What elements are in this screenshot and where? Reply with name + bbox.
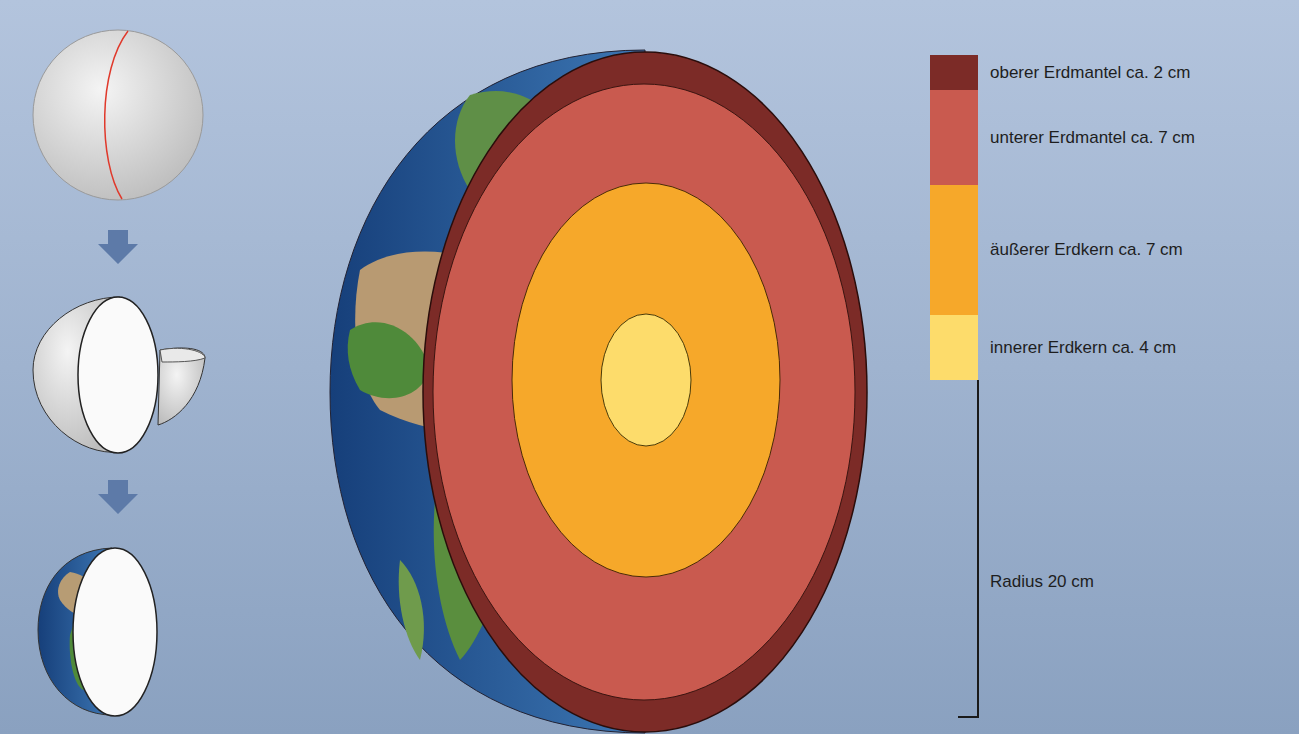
earth-layers [423, 52, 867, 732]
legend-text: unterer Erdmantel ca. 7 cm [990, 128, 1195, 148]
cut-sphere-step [33, 297, 205, 453]
legend-swatch [930, 90, 978, 185]
inner-core-layer [601, 314, 691, 446]
lower-mantle-layer [433, 84, 855, 700]
upper-mantle-layer [423, 52, 867, 732]
radius-bracket [958, 380, 978, 717]
legend-swatch [930, 315, 978, 380]
sphere-step [33, 30, 203, 200]
legend-text: äußerer Erdkern ca. 7 cm [990, 240, 1183, 260]
half-earth-step [38, 548, 157, 716]
step-arrow [98, 230, 138, 264]
outer-core-layer [512, 183, 780, 577]
legend-text: innerer Erdkern ca. 4 cm [990, 338, 1176, 358]
legend-swatch [930, 185, 978, 315]
step-arrow [98, 480, 138, 514]
legend-swatch [930, 55, 978, 90]
radius-label: Radius 20 cm [990, 572, 1094, 592]
legend-text: oberer Erdmantel ca. 2 cm [990, 63, 1190, 83]
